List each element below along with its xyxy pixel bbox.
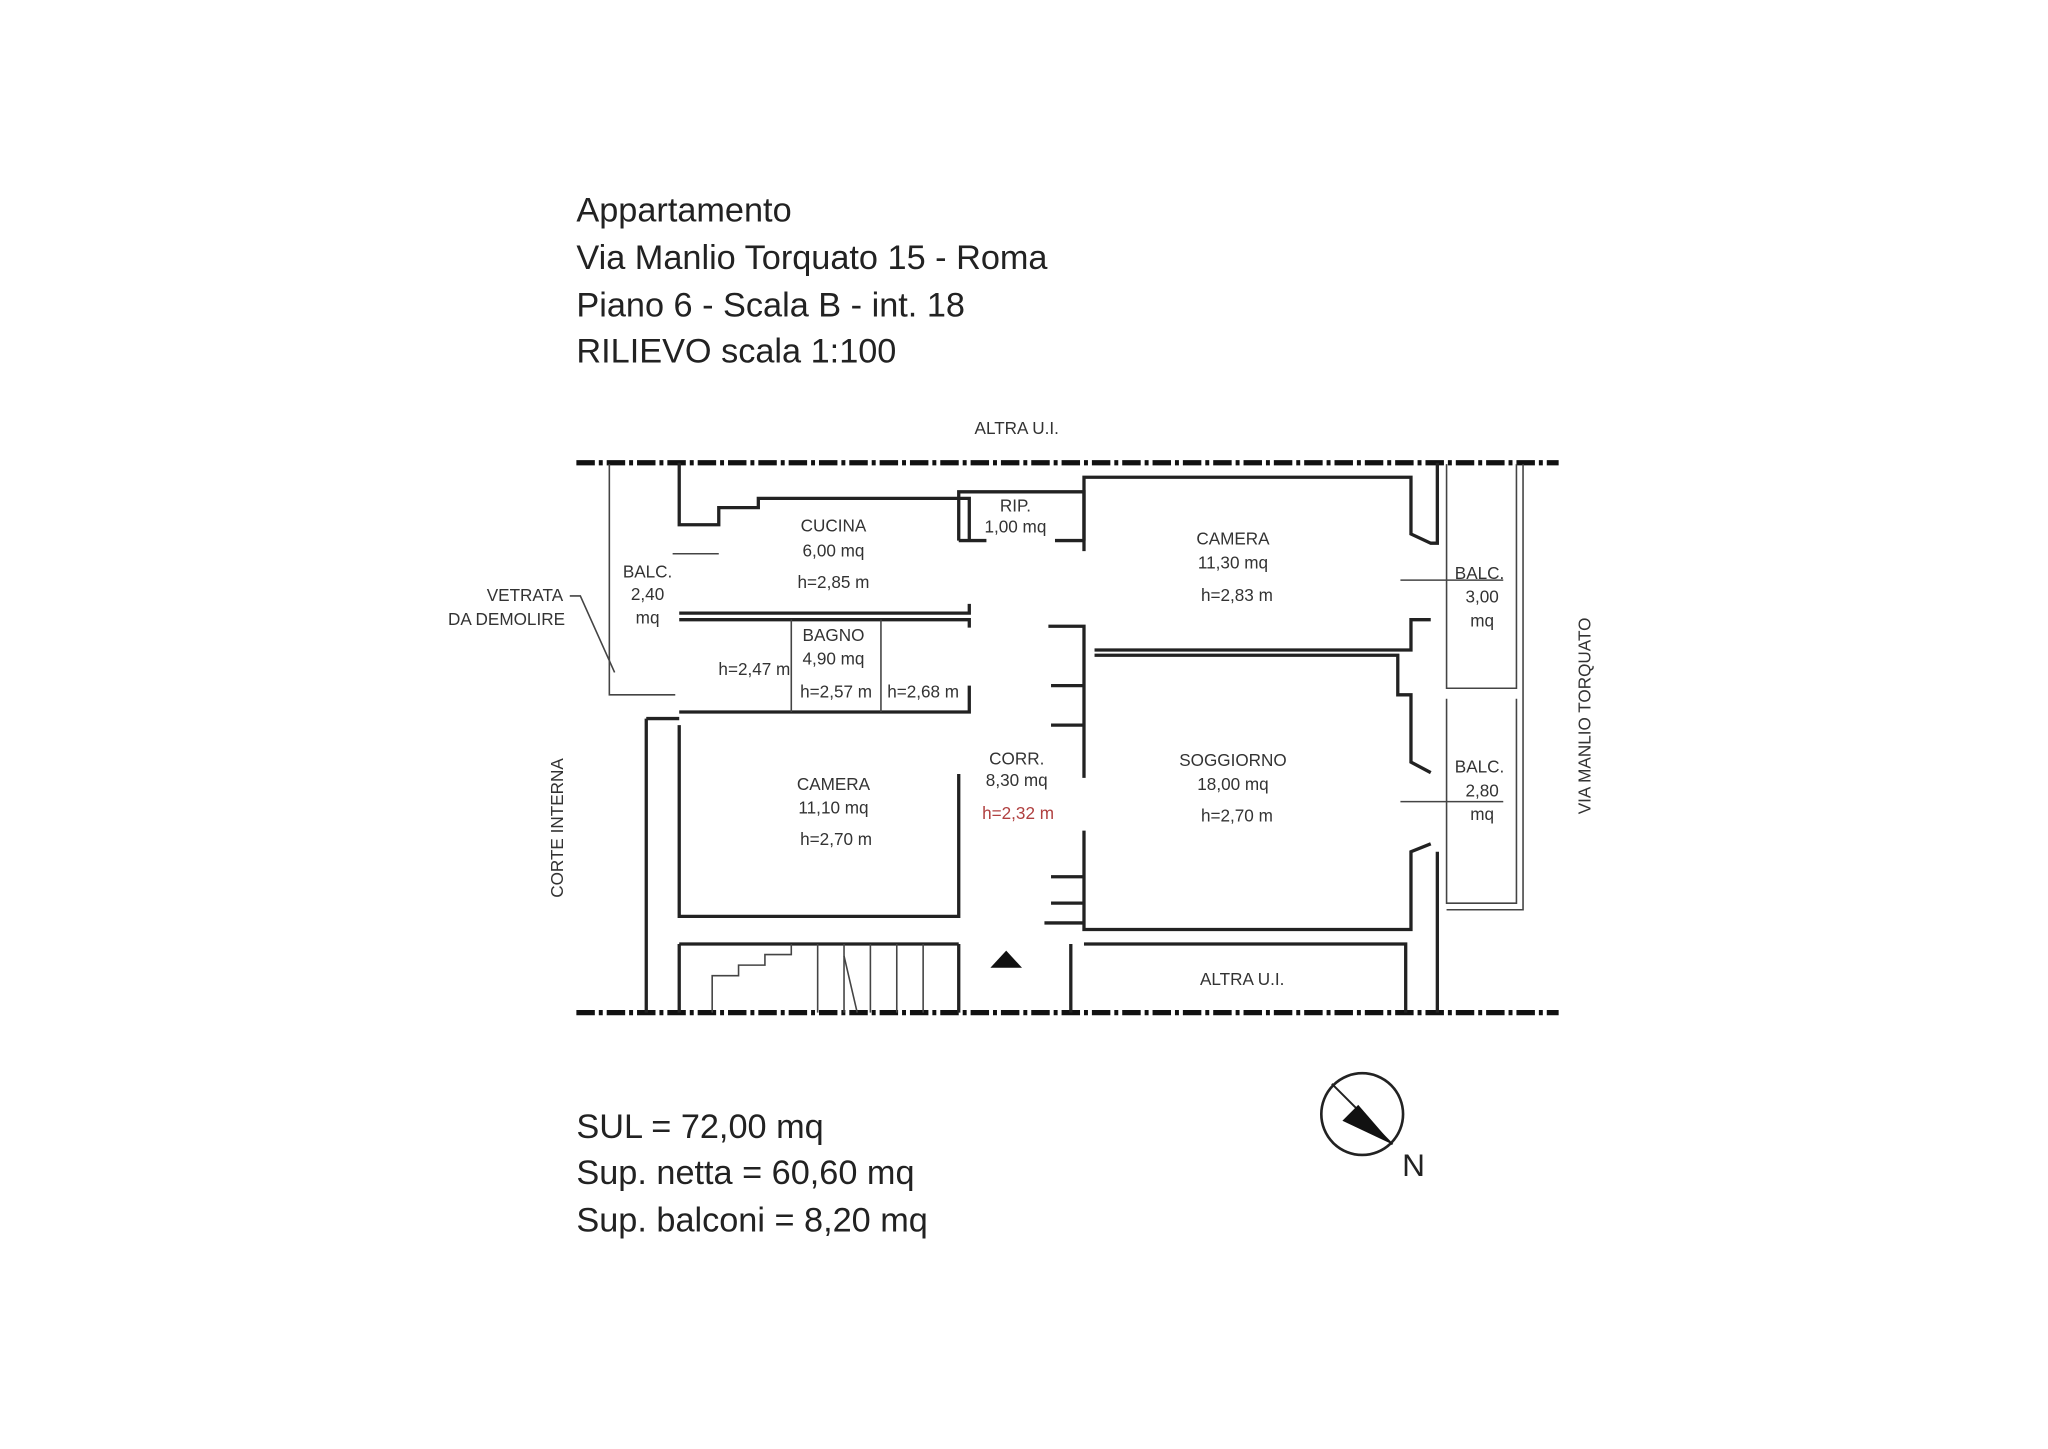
room-name: CAMERA — [1196, 529, 1270, 549]
header: Appartamento Via Manlio Torquato 15 - Ro… — [576, 192, 1048, 371]
altra-ui-top: ALTRA U.I. — [975, 418, 1059, 438]
room-name: BAGNO — [803, 625, 865, 645]
room-corr: CORR. 8,30 mq h=2,32 m — [982, 749, 1054, 823]
room-height: h=2,70 m — [1201, 805, 1273, 825]
scale-info: RILIEVO scala 1:100 — [576, 333, 896, 371]
room-height: h=2,83 m — [1201, 585, 1273, 605]
walls — [608, 462, 1524, 1013]
room-unit: mq — [1470, 804, 1494, 824]
room-height: h=2,70 m — [800, 829, 872, 849]
north-label: N — [1402, 1147, 1425, 1183]
room-unit: mq — [1470, 610, 1494, 630]
room-unit: mq — [636, 608, 660, 628]
vetrata-label-2: DA DEMOLIRE — [448, 609, 565, 629]
balcony-left: BALC. 2,40 mq — [623, 561, 673, 627]
balcony-area-value: Sup. balconi = 8,20 mq — [576, 1201, 927, 1239]
room-name: CUCINA — [801, 515, 867, 535]
room-rip: RIP. 1,00 mq — [984, 496, 1046, 537]
room-area: 2,80 — [1465, 780, 1498, 800]
room-camera-1: CAMERA 11,30 mq h=2,83 m — [1196, 529, 1273, 606]
entrance-arrow-icon — [990, 950, 1023, 968]
summary: SUL = 72,00 mq Sup. netta = 60,60 mq Sup… — [576, 1108, 927, 1240]
street-label: VIA MANLIO TORQUATO — [1574, 618, 1594, 815]
compass-icon: N — [1319, 1071, 1425, 1183]
room-area: 11,10 mq — [798, 797, 868, 817]
sul-value: SUL = 72,00 mq — [576, 1108, 823, 1146]
room-soggiorno: SOGGIORNO 18,00 mq h=2,70 m — [1179, 750, 1287, 825]
room-area: 1,00 mq — [984, 517, 1046, 537]
address: Via Manlio Torquato 15 - Roma — [576, 239, 1048, 277]
corte-interna-label: CORTE INTERNA — [547, 758, 567, 898]
room-area: 2,40 — [631, 584, 664, 604]
room-area: 6,00 mq — [803, 540, 865, 560]
stairs — [711, 944, 924, 1013]
room-height: h=2,47 m — [718, 659, 790, 679]
room-name: CAMERA — [797, 774, 871, 794]
altra-ui-bottom: ALTRA U.I. — [1200, 969, 1284, 989]
room-name: BALC. — [623, 561, 673, 581]
room-area: 3,00 — [1465, 587, 1498, 607]
room-height: h=2,85 m — [798, 572, 870, 592]
room-bagno: BAGNO 4,90 mq h=2,47 m h=2,57 m h=2,68 m — [718, 625, 959, 702]
room-name: SOGGIORNO — [1179, 750, 1287, 770]
room-height: h=2,32 m — [982, 803, 1054, 823]
title: Appartamento — [576, 192, 791, 230]
room-area: 4,90 mq — [803, 649, 865, 669]
net-area-value: Sup. netta = 60,60 mq — [576, 1154, 914, 1192]
room-height: h=2,68 m — [887, 681, 959, 701]
room-area: 11,30 mq — [1198, 552, 1268, 572]
room-name: BALC. — [1455, 757, 1505, 777]
room-name: BALC. — [1455, 563, 1505, 583]
room-area: 18,00 mq — [1197, 774, 1268, 794]
room-cucina: CUCINA 6,00 mq h=2,85 m — [798, 515, 870, 592]
vetrata-leader — [569, 595, 616, 673]
balcony-right-1: BALC. 3,00 mq — [1455, 563, 1505, 630]
room-height: h=2,57 m — [800, 681, 872, 701]
room-name: CORR. — [989, 749, 1044, 769]
room-area: 8,30 mq — [986, 770, 1048, 790]
room-camera-2: CAMERA 11,10 mq h=2,70 m — [797, 774, 872, 849]
vetrata-label: VETRATA — [487, 585, 564, 605]
balcony-right-2: BALC. 2,80 mq — [1455, 757, 1505, 824]
room-name: RIP. — [1000, 496, 1031, 516]
floor-info: Piano 6 - Scala B - int. 18 — [576, 286, 965, 324]
